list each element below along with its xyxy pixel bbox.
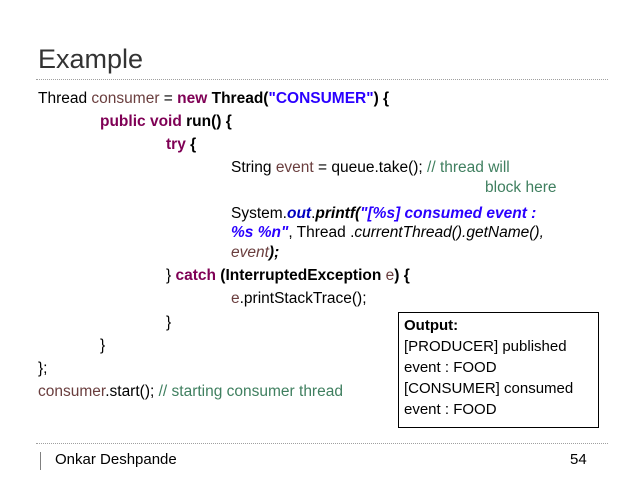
title-divider [36,79,608,80]
code-line-10: e.printStackTrace(); [231,290,367,307]
code-line-11: } [166,314,172,331]
footer-author: Onkar Deshpande [55,451,177,468]
code-line-1: Thread consumer = new Thread("CONSUMER")… [38,90,390,107]
code-line-12: } [100,337,106,354]
code-line-3: try { [166,136,197,153]
slide-title: Example [38,44,144,74]
code-line-4: String event = queue.take(); // thread w… [231,159,510,176]
code-line-8: event); [231,244,280,261]
code-line-5: block here [485,179,557,196]
code-line-9: } catch (InterruptedException e) { [166,267,410,284]
output-heading: Output: [404,317,459,334]
output-line: [PRODUCER] published [404,338,567,355]
page-number: 54 [570,451,587,468]
code-line-14: consumer.start(); // starting consumer t… [38,383,343,400]
output-line: event : FOOD [404,401,497,418]
code-line-6: System.out.printf("[%s] consumed event : [231,205,537,222]
output-line: event : FOOD [404,359,497,376]
code-line-13: }; [38,360,48,377]
code-line-2: public void run() { [100,113,232,130]
output-line: [CONSUMER] consumed [404,380,574,397]
code-line-7: %s %n", Thread .currentThread().getName(… [231,224,544,241]
output-box: Output: [PRODUCER] published event : FOO… [398,312,599,428]
footer-marker [40,452,41,470]
footer-divider [36,443,608,444]
